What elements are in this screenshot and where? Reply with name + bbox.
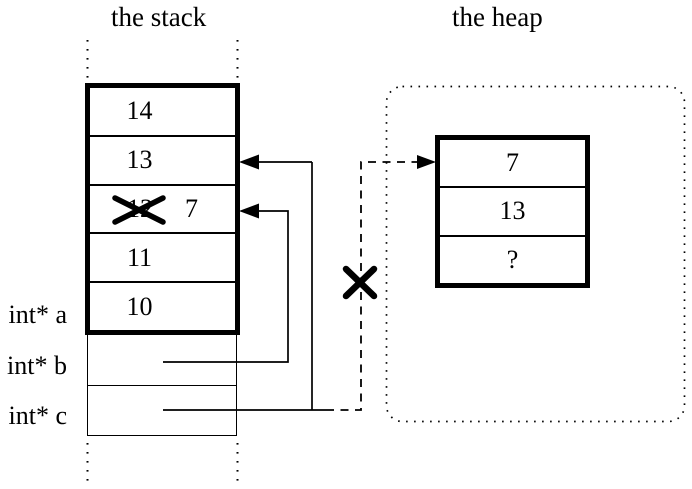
stack-cell: 13 — [90, 137, 235, 186]
dangling-pointer-line — [326, 161, 417, 411]
stack-cell: 11 — [90, 234, 235, 284]
stack-cell-overwritten: 12 7 — [90, 186, 235, 235]
replacement-value: 7 — [185, 193, 198, 223]
stack-cell-value: 13 — [126, 145, 153, 175]
stack-cell: 10 — [90, 283, 235, 330]
heap-title: the heap — [452, 2, 543, 32]
stack-cell-value: 11 — [126, 242, 153, 272]
heap-cell: ? — [440, 237, 585, 283]
pointer-c-arrowhead — [239, 154, 259, 170]
crossed-out-value: 12 — [112, 195, 166, 225]
strikethrough-x-icon — [112, 195, 166, 225]
stack-cell: 14 — [90, 88, 235, 137]
heap-cell: 7 — [440, 140, 585, 189]
heap-block-box: 7 13 ? — [435, 135, 590, 288]
var-label-c: int* c — [8, 401, 68, 430]
pointer-var-c-cell — [87, 386, 237, 436]
stack-title: the stack — [111, 2, 207, 32]
var-label-b: int* b — [7, 351, 67, 380]
var-label-a: int* a — [8, 300, 68, 329]
heap-cell-value: ? — [506, 244, 519, 274]
pointer-var-b-cell — [87, 335, 237, 386]
heap-cell: 13 — [440, 188, 585, 237]
stack-frame-box: 14 13 12 7 11 10 — [85, 83, 240, 335]
pointer-b-arrowhead — [239, 203, 259, 219]
heap-cell-value: 7 — [506, 148, 519, 178]
heap-cell-value: 13 — [499, 196, 526, 226]
stack-cell-value: 14 — [126, 96, 153, 126]
stack-cell-value: 10 — [126, 291, 153, 321]
dangling-pointer-arrowhead — [417, 155, 436, 169]
broken-pointer-x-icon — [342, 265, 378, 300]
